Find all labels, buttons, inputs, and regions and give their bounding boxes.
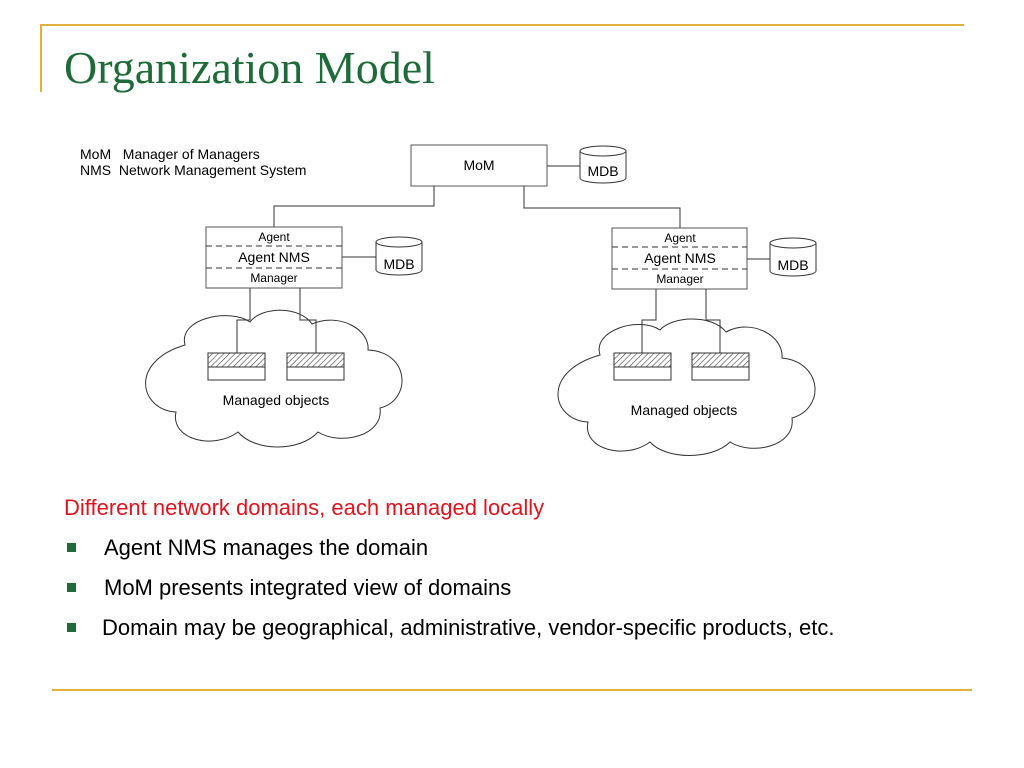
right-agent-nms: Agent Agent NMS Manager: [611, 227, 748, 290]
connector-mom-right: [523, 186, 681, 228]
right-agent-label: Agent: [664, 231, 696, 245]
left-managed-object-1: [207, 352, 266, 381]
bullet-item: Domain may be geographical, administrati…: [64, 612, 842, 644]
footer-line: [52, 689, 972, 691]
right-managed-object-1: [613, 352, 672, 381]
left-cloud-links: [236, 288, 317, 353]
right-nms-label: Agent NMS: [644, 250, 716, 266]
mom-node: MoM: [410, 144, 548, 187]
bullet-text: Domain may be geographical, administrati…: [102, 615, 835, 640]
left-db-label: MDB: [383, 256, 414, 272]
left-cloud-icon: [145, 309, 403, 448]
left-nms-label: Agent NMS: [238, 249, 310, 265]
connector-mom-left: [273, 186, 435, 227]
legend-nms: NMS Network Management System: [80, 162, 307, 178]
right-manager-label: Manager: [656, 272, 703, 286]
right-managed-object-2: [691, 352, 750, 381]
right-database-icon: MDB: [769, 237, 817, 277]
bullet-text: MoM presents integrated view of domains: [104, 575, 512, 600]
square-bullet-icon: [67, 623, 76, 632]
bullet-list: Different network domains, each managed …: [64, 492, 944, 652]
right-cloud-icon: [557, 318, 816, 456]
left-agent-label: Agent: [258, 230, 290, 244]
bullet-item: MoM presents integrated view of domains: [64, 572, 944, 604]
connectors: [273, 165, 770, 260]
bullet-item: Agent NMS manages the domain: [64, 532, 944, 564]
title-accent-left-line: [40, 24, 42, 92]
mom-database-icon: MDB: [579, 145, 627, 184]
mom-db-label: MDB: [587, 163, 618, 179]
legend-mom: MoM Manager of Managers: [80, 146, 260, 162]
left-manager-label: Manager: [250, 271, 297, 285]
organization-diagram: MoM MDB Agent Agent NMS Manager MDB Agen…: [145, 144, 817, 456]
left-database-icon: MDB: [375, 236, 423, 276]
mom-label: MoM: [463, 157, 494, 173]
left-agent-nms: Agent Agent NMS Manager: [205, 226, 343, 289]
title-accent-top-line: [40, 24, 964, 26]
square-bullet-icon: [67, 583, 76, 592]
bullet-text: Agent NMS manages the domain: [104, 535, 429, 560]
right-db-label: MDB: [777, 257, 808, 273]
square-bullet-icon: [67, 543, 76, 552]
left-managed-object-2: [286, 352, 345, 381]
right-cloud-label: Managed objects: [631, 402, 738, 418]
slide-title: Organization Model: [64, 42, 435, 93]
right-cloud-links: [641, 289, 721, 353]
left-cloud-label: Managed objects: [223, 392, 330, 408]
bullet-intro: Different network domains, each managed …: [64, 495, 545, 520]
